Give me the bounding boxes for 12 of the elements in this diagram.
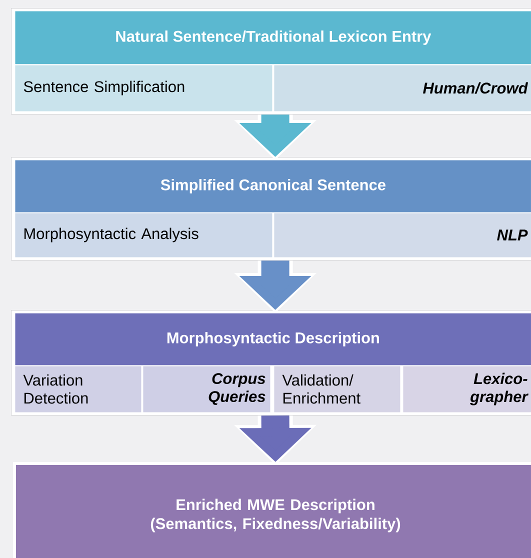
task-cell: Variation Detection (15, 366, 142, 412)
header-band: Natural Sentence/Traditional Lexicon Entry (15, 11, 531, 64)
agent-cell: Lexico- grapher (403, 366, 531, 412)
result-box: Enriched MWE Description (Semantics, Fixedness/Variability) (13, 462, 531, 558)
task-cell: Morphosyntactic Analysis (15, 213, 272, 258)
task-cell: Sentence Simplification (15, 65, 272, 112)
header-band: Morphosyntactic Description (15, 313, 531, 366)
agent-cell: NLP (274, 213, 531, 258)
header-band: Simplified Canonical Sentence (15, 160, 531, 212)
agent-cell: Corpus Queries (143, 366, 270, 412)
agent-cell: Human/Crowd (274, 65, 531, 112)
task-cell: Validation/ Enrichment (274, 366, 400, 412)
